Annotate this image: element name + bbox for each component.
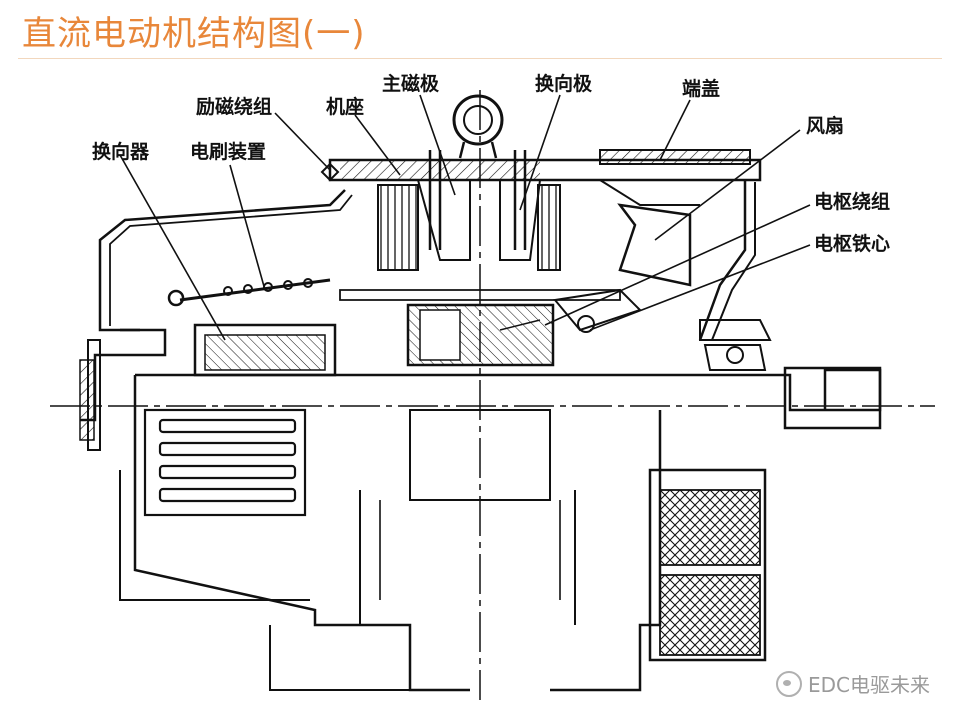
title-divider <box>18 58 942 59</box>
vent-slot <box>158 487 297 503</box>
page-title: 直流电动机结构图(一) <box>22 14 366 54</box>
lifting-eye <box>452 94 504 146</box>
motor-body-outline <box>135 368 882 412</box>
wechat-icon <box>775 670 802 697</box>
vent-slot <box>158 418 297 434</box>
pole-bolt-right <box>513 150 527 250</box>
vent-slot <box>158 441 297 457</box>
label-frame: 机座 <box>326 95 364 118</box>
terminal-box <box>648 468 767 662</box>
main-pole-body <box>417 179 471 261</box>
end-cover <box>698 180 747 341</box>
watermark-text: EDC电驱未来 <box>807 673 930 697</box>
side-cover <box>143 408 307 517</box>
excitation-winding <box>377 184 419 271</box>
brush-rod <box>179 278 331 302</box>
label-end-cover: 端盖 <box>682 77 720 100</box>
fan-blade <box>617 203 692 287</box>
watermark: EDC电驱未来 <box>775 669 930 698</box>
commutator-end-shell <box>98 189 346 332</box>
label-brush-gear: 电刷装置 <box>190 140 266 163</box>
label-commutator: 换向器 <box>92 140 150 163</box>
label-armature-core: 电枢铁心 <box>814 232 890 255</box>
label-fan: 风扇 <box>806 114 844 137</box>
label-armature-winding: 电枢绕组 <box>814 190 890 213</box>
vent-slot <box>158 464 297 480</box>
label-main-pole: 主磁极 <box>382 72 440 95</box>
pole-bolt-left <box>428 150 442 250</box>
label-excitation-winding: 励磁绕组 <box>196 95 272 118</box>
label-commutating-pole: 换向极 <box>535 72 593 95</box>
shaft-extension <box>783 366 882 430</box>
